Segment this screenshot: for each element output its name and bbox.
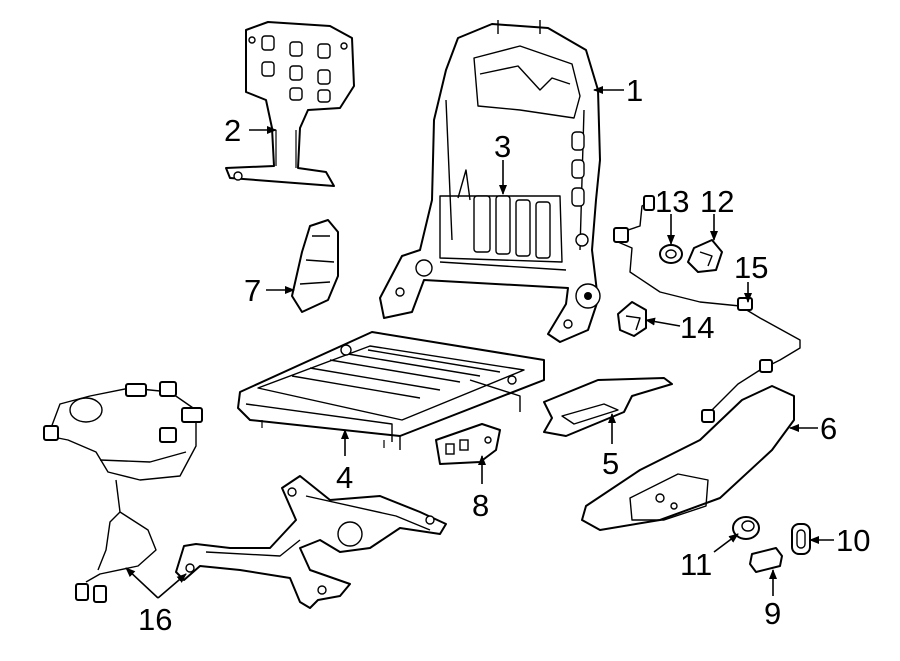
part-4-cushion-frame[interactable] [237,331,545,450]
callout-label-2: 2 [224,113,241,148]
part-2-back-panel[interactable] [225,21,355,187]
callout-label-13: 13 [655,184,689,219]
callout-label-14: 14 [680,310,714,345]
part-5-trim-panel[interactable] [543,377,673,437]
callout-label-10: 10 [836,523,870,558]
callout-6: 6 [789,411,837,446]
callout-9: 9 [764,569,781,631]
callout-4: 4 [336,429,353,495]
callout-label-12: 12 [700,184,734,219]
part-6-side-shield[interactable] [581,385,795,531]
callout-13: 13 [655,184,689,245]
callout-label-3: 3 [494,129,511,164]
seat-track-assembly[interactable] [175,475,447,609]
part-8-switch-module[interactable] [435,423,501,465]
callout-16: 16 [125,567,187,637]
callout-label-11: 11 [680,547,712,582]
callout-label-5: 5 [602,446,619,481]
callout-label-4: 4 [336,460,353,495]
part-7-side-cover[interactable] [291,219,339,313]
callout-14: 14 [645,310,714,345]
callout-15: 15 [734,250,768,303]
callout-label-15: 15 [734,250,768,285]
part-11-knob[interactable] [732,516,760,540]
callout-label-9: 9 [764,596,781,631]
callout-5: 5 [602,413,619,481]
callout-11: 11 [680,533,739,582]
callout-label-6: 6 [820,411,837,446]
callout-1: 1 [593,73,643,108]
part-10-bezel[interactable] [791,523,811,555]
callout-8: 8 [472,455,489,523]
callout-2: 2 [224,113,277,148]
part-16-cushion-harness[interactable] [43,381,203,603]
callout-12: 12 [700,184,734,241]
callout-7: 7 [244,273,295,308]
callout-label-1: 1 [626,73,643,108]
part-14-knob[interactable] [617,301,647,337]
callout-label-7: 7 [244,273,261,308]
callout-3: 3 [494,129,511,195]
callout-label-16: 16 [138,602,172,637]
part-12-knob[interactable] [687,239,723,273]
part-1-seatback-frame[interactable] [379,20,601,343]
callout-10: 10 [809,523,870,558]
callout-label-8: 8 [472,488,489,523]
part-13-knob[interactable] [659,244,683,264]
part-9-cap[interactable] [749,547,783,573]
